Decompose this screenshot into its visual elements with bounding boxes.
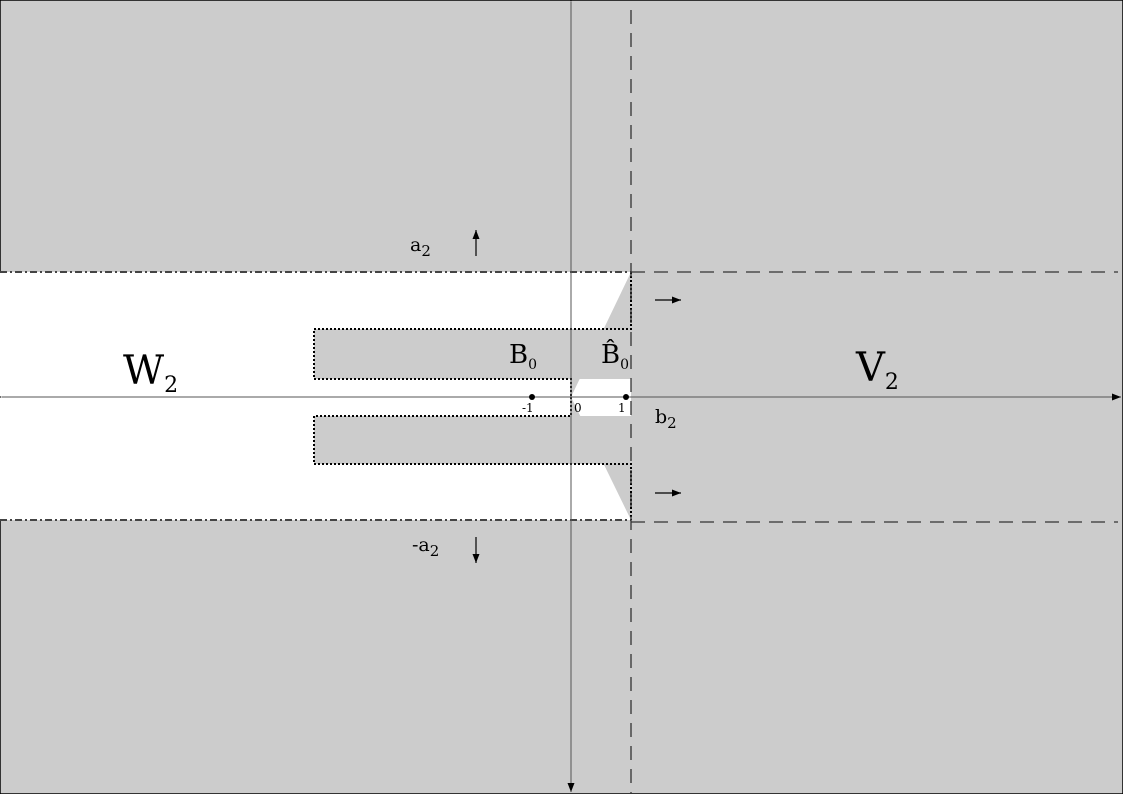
- label-b0-hat: B̂0: [601, 339, 629, 373]
- label-v2: V2: [855, 345, 899, 395]
- tick-label-one: 1: [618, 401, 626, 415]
- region-w2: [0, 272, 631, 520]
- tick-label-minus-one: -1: [522, 401, 534, 415]
- slit-lower: [313, 397, 632, 520]
- label-w2: W2: [123, 348, 178, 398]
- tick-label-zero: 0: [574, 401, 582, 415]
- point-minus-one: [529, 394, 535, 400]
- label-minus-a2: -a2: [412, 534, 439, 560]
- point-one: [623, 394, 629, 400]
- label-a2: a2: [410, 234, 431, 260]
- label-b2: b2: [655, 406, 677, 432]
- label-b0: B0: [509, 340, 537, 373]
